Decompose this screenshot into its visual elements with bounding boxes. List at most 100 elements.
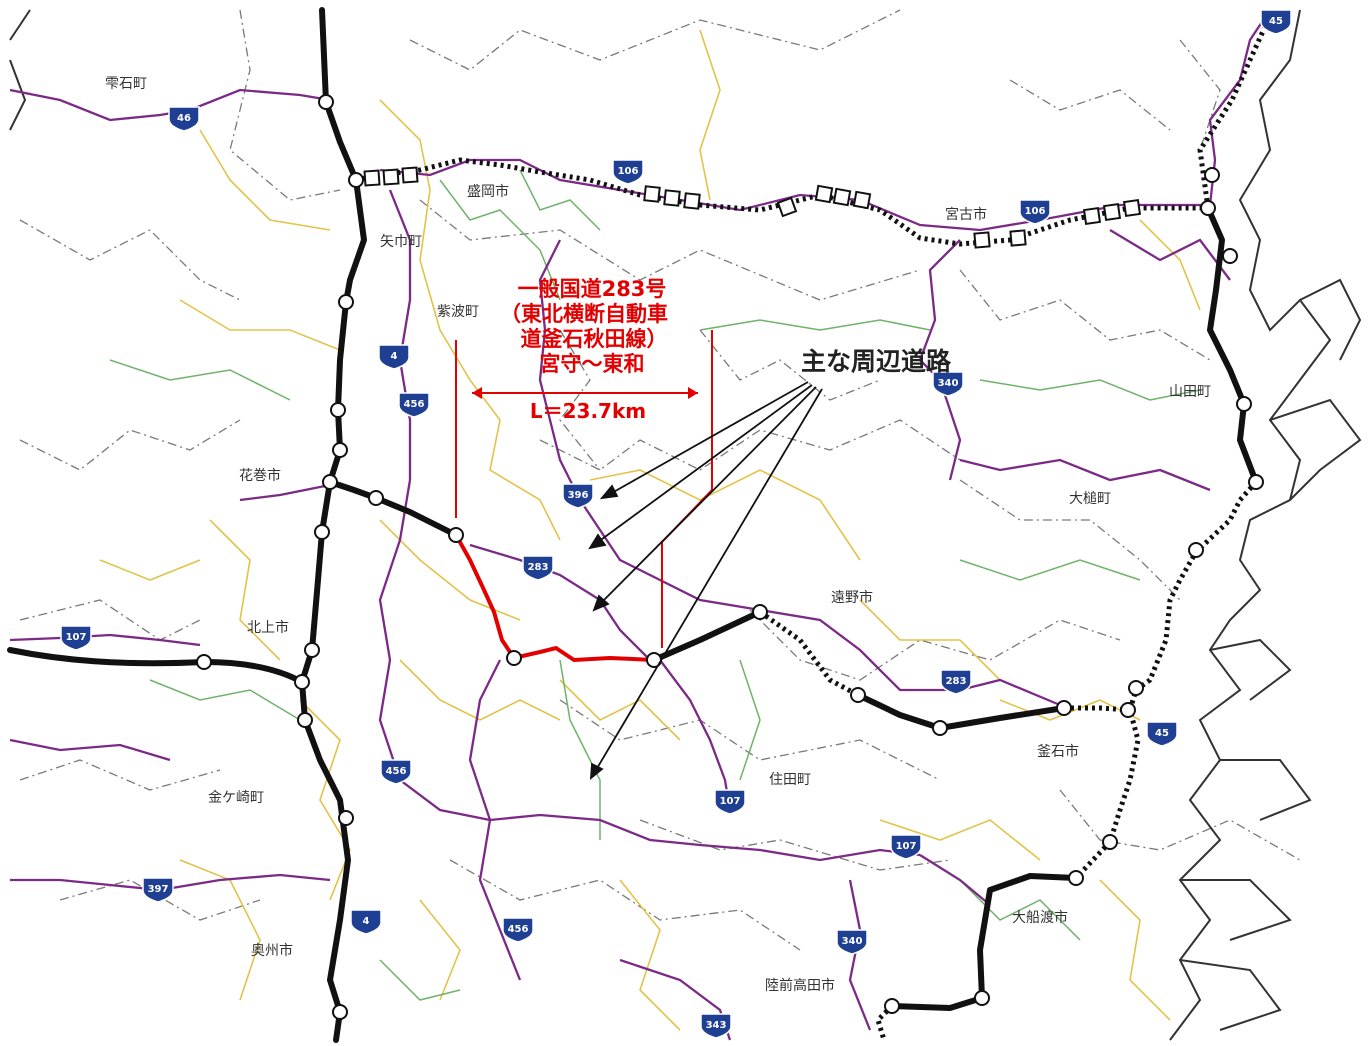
place-name-ofunato: 大船渡市: [1012, 909, 1068, 926]
planned-section-box: [1082, 206, 1102, 226]
interchange-circle: [338, 294, 354, 310]
route-shield-r456a: 456: [398, 392, 430, 418]
interchange-circle: [332, 442, 348, 458]
place-name-shizukuishi: 雫石町: [105, 76, 147, 92]
interchange-circle: [322, 474, 338, 490]
route-shield-r4a: 4: [378, 344, 410, 370]
coastline: [9, 9, 1362, 1041]
place-name-yahaba: 矢巾町: [380, 234, 422, 250]
place-name-yamada: 山田町: [1169, 384, 1211, 400]
major-local-roads: [109, 169, 1201, 1001]
interchange-circle: [1120, 702, 1136, 718]
shield-number: 396: [568, 490, 589, 501]
interchange-circle: [884, 998, 900, 1014]
planned-section-box: [776, 196, 798, 218]
planned-section-box: [363, 169, 381, 187]
shield-icon: [940, 669, 972, 695]
route-shield-r283b: 283: [940, 669, 972, 695]
shield-icon: [1146, 721, 1178, 747]
place-name-shiwa: 紫波町: [437, 304, 479, 320]
planned-section-box: [832, 187, 852, 207]
shield-number: 107: [720, 796, 741, 807]
planned-section-box: [852, 190, 872, 210]
place-name-kanegasaki: 金ケ崎町: [208, 790, 264, 806]
interchange-circle: [314, 524, 330, 540]
interchange-circle: [338, 810, 354, 826]
place-name-kamaishi: 釜石市: [1037, 743, 1079, 760]
route-shield-r343: 343: [700, 1013, 732, 1039]
shield-number: 456: [404, 399, 425, 410]
interchange-circle: [297, 712, 313, 728]
route-shield-r456c: 456: [502, 917, 534, 943]
place-name-rikuzentakata: 陸前高田市: [765, 977, 835, 994]
planned-section-markers: [363, 166, 1142, 249]
route-shield-r456b: 456: [380, 759, 412, 785]
route-shield-r340a: 340: [932, 371, 964, 397]
planned-section-box: [1102, 202, 1122, 222]
place-name-hanamaki: 花巻市: [239, 467, 281, 484]
planned-section-box: [663, 189, 681, 207]
planned-section-box: [401, 166, 419, 184]
municipal-boundaries: [19, 9, 1301, 951]
place-name-kitakami: 北上市: [247, 619, 289, 636]
interchange-markers: [196, 94, 1264, 1020]
project-start-interchange: [448, 527, 464, 543]
shield-icon: [502, 917, 534, 943]
shield-number: 283: [528, 562, 549, 573]
shield-number: 343: [706, 1020, 727, 1031]
project-title-line-4: 宮守～東和: [540, 352, 645, 376]
place-names: 雫石町盛岡市宮古市矢巾町紫波町山田町花巻市大槌町遠野市北上市釜石市住田町金ケ崎町…: [105, 76, 1211, 994]
interchange-circle: [294, 674, 310, 690]
shield-number: 106: [1025, 206, 1046, 217]
route-shield-r106b: 106: [1019, 199, 1051, 225]
place-name-sumita: 住田町: [769, 772, 811, 788]
route-shield-r396: 396: [562, 483, 594, 509]
shield-number: 107: [66, 632, 87, 643]
interchange-circle: [1222, 248, 1238, 264]
shield-icon: [522, 555, 554, 581]
shield-number: 45: [1269, 16, 1283, 27]
shield-number: 340: [842, 936, 863, 947]
shield-icon: [168, 106, 200, 132]
place-name-tono: 遠野市: [831, 589, 873, 606]
shield-icon: [700, 1013, 732, 1039]
planned-section-box: [1122, 198, 1142, 218]
interchange-circle: [752, 604, 768, 620]
interchange-circle: [1102, 834, 1118, 850]
interchange-circle: [1200, 200, 1216, 216]
route-shield-r107b: 107: [714, 789, 746, 815]
route-shield-r45b: 45: [1146, 721, 1178, 747]
planned-section-box: [973, 231, 991, 249]
route-shield-r107c: 107: [890, 834, 922, 860]
interchange-circle: [850, 687, 866, 703]
route-shield-r106a: 106: [612, 159, 644, 185]
shield-icon: [714, 789, 746, 815]
project-length-label: L＝23.7km: [530, 399, 646, 423]
shield-icon: [378, 344, 410, 370]
shield-number: 4: [391, 351, 398, 362]
interchange-circle: [330, 402, 346, 418]
route-shield-r340b: 340: [836, 929, 868, 955]
shield-icon: [890, 834, 922, 860]
planned-section-box: [683, 192, 701, 210]
project-title-line-3: 道釜石秋田線）: [521, 327, 668, 351]
interchange-circle: [348, 172, 364, 188]
project-mid-interchange: [506, 650, 522, 666]
shield-number: 283: [946, 676, 967, 687]
planned-section-box: [382, 168, 400, 186]
shield-number: 107: [896, 841, 917, 852]
interchange-circle: [332, 1004, 348, 1020]
shield-icon: [350, 909, 382, 935]
project-title: 一般国道283号 （東北横断自動車 道釜石秋田線） 宮守～東和: [500, 277, 668, 376]
shield-icon: [142, 877, 174, 903]
legend-callout-arrows: [588, 381, 823, 781]
project-title-line-2: （東北横断自動車: [500, 302, 668, 326]
surrounding-roads-label: 主な周辺道路: [801, 347, 952, 376]
shield-number: 397: [148, 884, 169, 895]
interchange-circle: [1248, 474, 1264, 490]
shield-icon: [60, 625, 92, 651]
place-name-morioka: 盛岡市: [467, 183, 509, 200]
place-name-oshu: 奥州市: [251, 942, 293, 959]
shield-icon: [612, 159, 644, 185]
